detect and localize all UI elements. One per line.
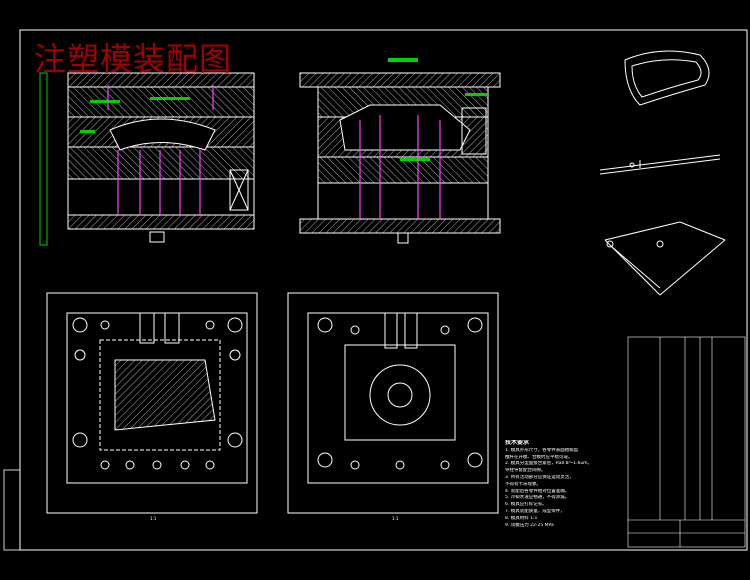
note-line: 不得有卡滞现象。 [505,481,541,487]
plan-view-right [287,292,499,514]
note-line: 2. 模具分型面接合紧密，Ra0.8～1.6um， [505,461,593,467]
note-line: 导柱导套配合间隙。 [505,468,546,474]
note-line: 4. 装配后各零件相对位置准确。 [505,488,570,494]
note-line: 9. 试模压力 22-25 MPa [505,522,554,528]
section-view-right [299,58,501,244]
plan-view-left [46,292,258,514]
section-view-left [39,72,255,246]
scale-label-right: 1:1 [392,516,399,521]
notes-heading: 技术要求 [505,440,530,446]
note-line: 5. 冷却水道应畅通，不得渗漏。 [505,495,570,501]
part-sketch-shell [624,50,710,106]
technical-requirements: 技术要求 1. 模具外形尺寸，各零件表面粗糙度 推杆在开模、合模时应平稳可靠。 … [505,440,623,529]
scale-label-left: 1:1 [150,516,157,521]
part-sketch-bar [599,154,721,175]
note-line: 1. 模具外形尺寸，各零件表面粗糙度 [505,447,579,453]
sheet-border [19,29,748,551]
note-line: 3. 所有活动部分应保证运动灵活， [505,474,574,480]
title-block [627,336,746,548]
note-line: 8. 模具材料 1:1 [505,515,538,521]
note-line: 推杆在开模、合模时应平稳可靠。 [505,454,573,460]
note-line: 7. 模具装配质量，成型零件， [505,508,565,514]
note-line: 6. 模具应打标记号。 [505,502,547,508]
part-sketch-frame [604,221,726,296]
side-stamp-box [3,469,21,551]
drawing-title: 注塑模装配图 [34,40,233,78]
